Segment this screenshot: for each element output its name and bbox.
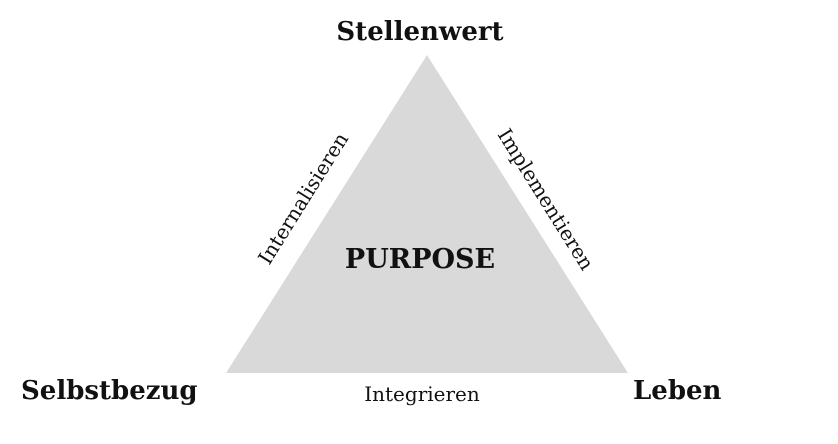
edge-label-bottom: Integrieren	[364, 382, 480, 406]
purpose-triangle	[226, 55, 628, 373]
corner-label-top: Stellenwert	[336, 17, 503, 47]
corner-label-left: Selbstbezug	[21, 376, 198, 406]
corner-label-right: Leben	[633, 376, 722, 406]
center-label: PURPOSE	[345, 244, 495, 275]
